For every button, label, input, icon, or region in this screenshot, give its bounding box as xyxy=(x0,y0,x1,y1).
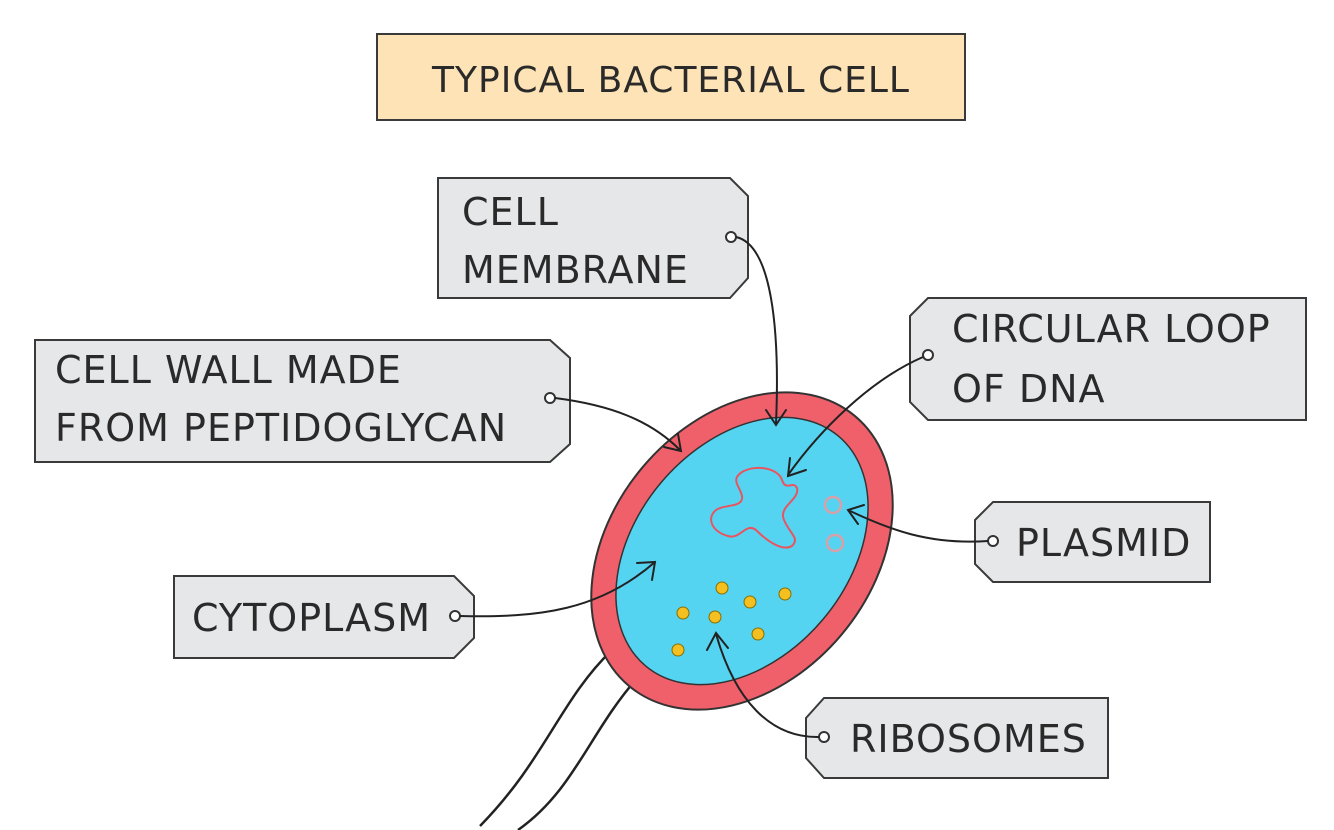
label-line: MEMBRANE xyxy=(462,248,689,292)
ribosome xyxy=(676,606,690,620)
dna-loop xyxy=(710,466,799,549)
label-tag xyxy=(34,339,571,463)
arrowhead xyxy=(765,409,787,427)
leader-line xyxy=(459,561,656,618)
label-line: CELL WALL MADE xyxy=(55,348,402,392)
arrowhead xyxy=(846,504,865,525)
pin-hole xyxy=(922,349,934,361)
arrowhead xyxy=(636,560,657,581)
leader-line xyxy=(715,633,820,739)
label-cell-membrane: CELL MEMBRANE xyxy=(437,177,787,427)
pin-hole xyxy=(544,392,556,404)
ribosomes xyxy=(671,581,792,657)
label-line: FROM PEPTIDOGLYCAN xyxy=(55,406,507,450)
leader-line xyxy=(847,509,989,543)
plasmid-2 xyxy=(825,533,845,553)
pin-hole xyxy=(449,610,461,622)
ribosome xyxy=(715,581,729,595)
label-tag xyxy=(173,575,475,659)
label-line: PLASMID xyxy=(1016,521,1191,565)
arrowhead xyxy=(706,631,729,651)
flagellum-2 xyxy=(517,674,641,830)
label-tag xyxy=(437,177,749,299)
leader-line xyxy=(735,236,778,425)
pin-hole xyxy=(818,731,830,743)
ribosome xyxy=(743,595,757,609)
leader-line xyxy=(787,356,924,476)
title-box-bg xyxy=(376,33,966,121)
flagellum-1 xyxy=(479,649,613,827)
arrowhead xyxy=(786,457,807,478)
ribosome xyxy=(708,610,722,624)
label-tag xyxy=(974,501,1211,583)
ribosome xyxy=(671,643,685,657)
ribosome xyxy=(778,587,792,601)
label-plasmid: PLASMID xyxy=(846,501,1211,583)
label-line: RIBOSOMES xyxy=(850,717,1087,761)
label-line: CYTOPLASM xyxy=(192,596,431,640)
ribosome xyxy=(751,627,765,641)
label-ribosomes: RIBOSOMES xyxy=(706,631,1109,779)
label-line: OF DNA xyxy=(952,367,1106,411)
label-tag xyxy=(805,697,1109,779)
plasmid-1 xyxy=(823,495,843,515)
pin-hole xyxy=(987,535,999,547)
label-line: CIRCULAR LOOP xyxy=(952,307,1271,351)
flagella xyxy=(479,649,641,830)
label-line: CELL xyxy=(462,190,559,234)
label-cell-wall: CELL WALL MADE FROM PEPTIDOGLYCAN xyxy=(34,339,683,463)
title-box: TYPICAL BACTERIAL CELL xyxy=(376,33,966,121)
pin-hole xyxy=(725,231,737,243)
bacterial-cell xyxy=(590,391,894,711)
label-dna: CIRCULAR LOOP OF DNA xyxy=(786,297,1307,478)
leader-line xyxy=(554,397,681,451)
label-tag xyxy=(909,297,1307,421)
arrowhead xyxy=(663,433,683,453)
diagram-title: TYPICAL BACTERIAL CELL xyxy=(431,60,910,101)
label-cytoplasm: CYTOPLASM xyxy=(173,560,657,659)
